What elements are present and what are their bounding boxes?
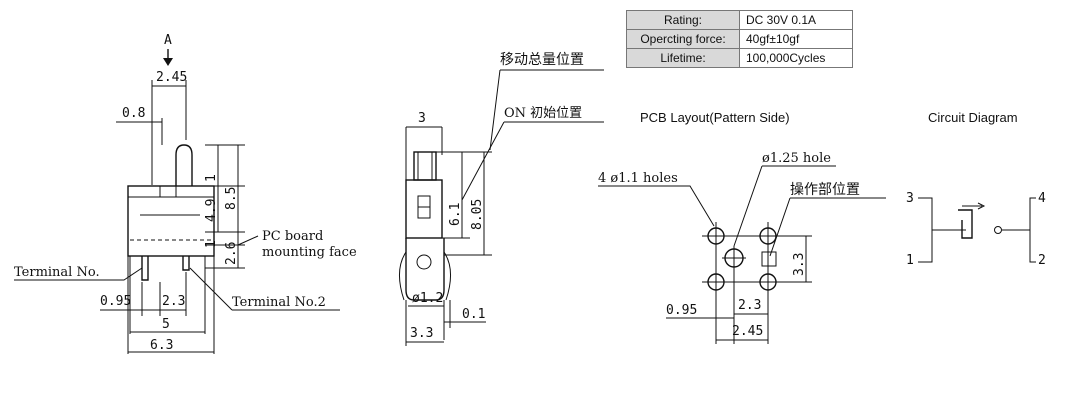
- pcb-dim-0-95: 0.95: [666, 303, 697, 318]
- dim-2-3: 2.3: [162, 294, 185, 309]
- pcb-layout: PCB Layout(Pattern Side) 4 ø1.1 holes ø1…: [598, 110, 886, 344]
- pcb-dim-2-3: 2.3: [738, 298, 761, 313]
- label-on-initial: ON 初始位置: [504, 106, 582, 121]
- side-body: [405, 179, 443, 239]
- pcb-hole-125-label: ø1.25 hole: [762, 151, 831, 166]
- dim-1-top: 1: [204, 174, 219, 182]
- spec-row-rating: Rating: DC 30V 0.1A: [626, 10, 853, 30]
- side-dim-3: 3: [418, 111, 426, 126]
- circuit-pin-1: 1: [906, 253, 914, 268]
- spec-key: Opercting force:: [626, 29, 740, 49]
- switch-body: [127, 185, 215, 257]
- pcb-dim-3-3: 3.3: [792, 253, 807, 276]
- view-arrow-label: A: [164, 33, 172, 48]
- terminal-no1-label: Terminal No.: [14, 265, 100, 280]
- dim-6-3: 6.3: [150, 338, 173, 353]
- side-dim-8-05: 8.05: [470, 199, 485, 230]
- circuit-pin-4: 4: [1038, 191, 1046, 206]
- view-arrow-head: [163, 58, 173, 66]
- dim-1-bottom: 1: [204, 240, 219, 248]
- spec-row-force: Opercting force: 40gf±10gf: [626, 29, 853, 49]
- side-hole: [416, 254, 432, 270]
- pcb-dim-2-45: 2.45: [732, 324, 763, 339]
- circuit-pin-3: 3: [906, 191, 914, 206]
- terminal-no2-label: Terminal No.2: [232, 295, 326, 310]
- side-dim-0-1: 0.1: [462, 307, 485, 322]
- spec-row-lifetime: Lifetime: 100,000Cycles: [626, 48, 853, 68]
- side-actuator: [413, 151, 437, 181]
- pcb-layout-title: PCB Layout(Pattern Side): [640, 110, 790, 125]
- front-view: A 2.45 0.8 1 8.5 4.9 1 2.6 PC board: [14, 33, 357, 354]
- circuit-pin-2: 2: [1038, 253, 1046, 268]
- dim-0-95: 0.95: [100, 294, 131, 309]
- dim-left-offset: 0.8: [122, 106, 145, 121]
- terminal-2: [182, 256, 190, 271]
- pc-board-label-line2: mounting face: [262, 245, 357, 260]
- circuit-title: Circuit Diagram: [928, 110, 1018, 125]
- spec-value: DC 30V 0.1A: [739, 10, 853, 30]
- dim-top: 2.45: [156, 70, 187, 85]
- spec-key: Lifetime:: [626, 48, 740, 68]
- circuit-contact: [994, 226, 1002, 234]
- actuator: [175, 144, 193, 186]
- side-view: 移动总量位置 ON 初始位置 3 6.1 8.05 ø1.2 0.1 3.3: [399, 52, 604, 346]
- terminal-1: [141, 256, 149, 281]
- side-dim-3-3: 3.3: [410, 326, 433, 341]
- pcb-holes-label: 4 ø1.1 holes: [598, 171, 678, 186]
- pcb-actuator-label: 操作部位置: [790, 182, 860, 198]
- pcb-actuator-marker: [761, 251, 777, 267]
- label-total-travel: 移动总量位置: [500, 52, 584, 68]
- spec-table: Rating: DC 30V 0.1A Opercting force: 40g…: [626, 10, 853, 68]
- circuit-diagram: Circuit Diagram 3 1 4 2: [906, 110, 1046, 268]
- dim-2-6: 2.6: [224, 242, 239, 265]
- dim-5: 5: [162, 317, 170, 332]
- pc-board-label-line1: PC board: [262, 229, 323, 244]
- spec-key: Rating:: [626, 10, 740, 30]
- side-dim-6-1: 6.1: [448, 203, 463, 226]
- dim-4-9: 4.9: [204, 199, 219, 222]
- side-dim-hole: ø1.2: [412, 291, 443, 306]
- spec-value: 100,000Cycles: [739, 48, 853, 68]
- dim-8-5: 8.5: [224, 187, 239, 210]
